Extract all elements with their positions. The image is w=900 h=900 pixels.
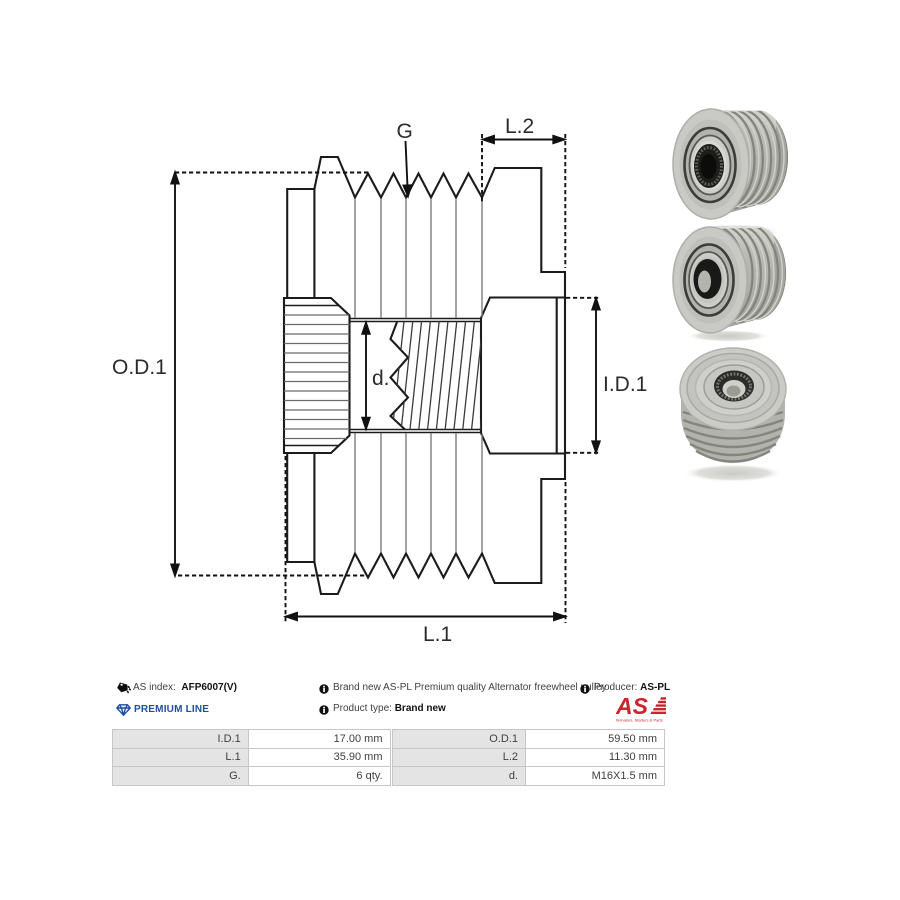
svg-text:Alternators, Starters & Parts: Alternators, Starters & Parts [616,718,663,723]
svg-text:L.1: L.1 [423,623,452,646]
svg-text:O.D.1: O.D.1 [112,356,167,379]
svg-text:L.2: L.2 [505,115,534,138]
svg-text:G: G [397,120,413,143]
svg-text:AS: AS [616,695,649,719]
svg-text:I.D.1: I.D.1 [603,373,647,396]
svg-text:d.: d. [372,367,390,390]
